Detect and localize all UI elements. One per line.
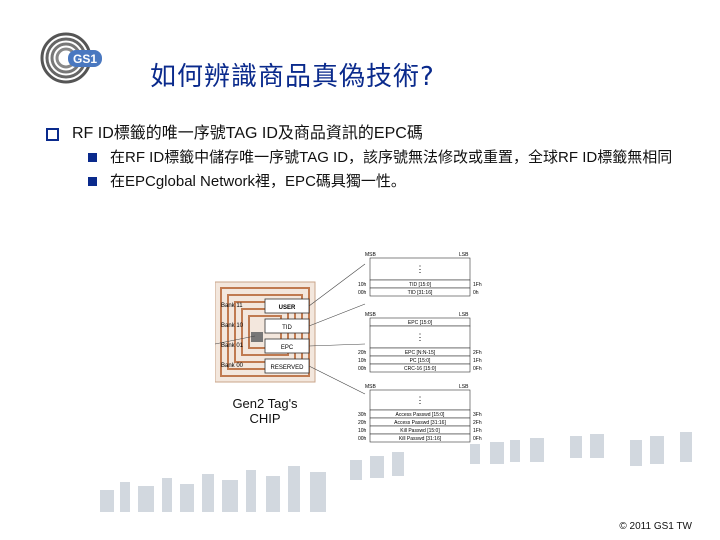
epc-memory-block: MSB LSB EPC [15:0] ⋮ EPC [N:N-15] PC [15… <box>358 312 482 373</box>
chip-label: Gen2 Tag's CHIP <box>232 396 298 426</box>
svg-text:MSB: MSB <box>365 252 377 258</box>
svg-text:⋮: ⋮ <box>416 332 425 342</box>
connector-lines <box>215 263 366 395</box>
tid-memory-block: MSB LSB ⋮ TID [15:0] TID [31:16] 10h 00h… <box>358 252 482 297</box>
svg-text:TID [31:16]: TID [31:16] <box>408 290 433 296</box>
svg-text:Access Passwd [15:0]: Access Passwd [15:0] <box>396 412 446 418</box>
svg-text:USER: USER <box>279 305 296 311</box>
svg-text:2Fh: 2Fh <box>473 420 482 426</box>
svg-text:LSB: LSB <box>459 252 469 258</box>
svg-text:1Fh: 1Fh <box>473 428 482 434</box>
svg-text:0Fh: 0Fh <box>473 366 482 372</box>
svg-text:PC [15:0]: PC [15:0] <box>410 358 431 364</box>
svg-text:⋮: ⋮ <box>416 395 425 405</box>
bank-name: Bank 01 <box>221 343 244 349</box>
svg-text:RESERVED: RESERVED <box>271 365 305 371</box>
bank-name: Bank 10 <box>221 323 244 329</box>
page-title: 如何辨識商品真偽技術? <box>150 62 435 92</box>
svg-text:⋮: ⋮ <box>416 264 425 274</box>
svg-text:00h: 00h <box>358 290 367 296</box>
svg-text:Kill Passwd [31:16]: Kill Passwd [31:16] <box>399 436 442 442</box>
svg-text:EPC [N:N-15]: EPC [N:N-15] <box>405 350 436 356</box>
bank-name: Bank 00 <box>221 363 244 369</box>
svg-text:10h: 10h <box>358 358 367 364</box>
svg-text:Access Passwd [31:16]: Access Passwd [31:16] <box>394 420 446 426</box>
bullet-sub: 在EPCglobal Network裡，EPC碼具獨一性。 <box>38 172 678 192</box>
svg-text:TID: TID <box>282 325 292 331</box>
svg-text:00h: 00h <box>358 366 367 372</box>
svg-text:00h: 00h <box>358 436 367 442</box>
svg-text:0Fh: 0Fh <box>473 436 482 442</box>
binary-code-decoration <box>100 432 692 512</box>
bullet-list: RF ID標籤的唯一序號TAG ID及商品資訊的EPC碼 在RF ID標籤中儲存… <box>38 124 678 192</box>
bullet-main-text: RF ID標籤的唯一序號TAG ID及商品資訊的EPC碼 <box>72 125 423 142</box>
svg-text:EPC: EPC <box>281 345 294 351</box>
bullet-sub-text: 在EPCglobal Network裡，EPC碼具獨一性。 <box>110 173 406 190</box>
svg-text:MSB: MSB <box>365 384 377 390</box>
svg-text:3Fh: 3Fh <box>473 412 482 418</box>
square-bullet-icon <box>88 153 97 162</box>
svg-text:10h: 10h <box>358 428 367 434</box>
bank-name: Bank 11 <box>221 303 243 309</box>
svg-text:0h: 0h <box>473 290 479 296</box>
svg-text:GS1: GS1 <box>73 52 97 66</box>
svg-text:10h: 10h <box>358 282 367 288</box>
svg-text:LSB: LSB <box>459 384 469 390</box>
bullet-sub-text: 在RF ID標籤中儲存唯一序號TAG ID，該序號無法修改或重置，全球RF ID… <box>110 149 673 166</box>
reserved-memory-block: MSB LSB ⋮ Access Passwd [15:0] Access Pa… <box>358 384 482 443</box>
svg-text:Kill Passwd [15:0]: Kill Passwd [15:0] <box>400 428 440 434</box>
svg-text:20h: 20h <box>358 350 367 356</box>
copyright-text: © 2011 GS1 TW <box>619 521 692 532</box>
gs1-logo: GS1 <box>40 30 120 86</box>
bullet-main: RF ID標籤的唯一序號TAG ID及商品資訊的EPC碼 <box>38 124 678 144</box>
svg-text:30h: 30h <box>358 412 367 418</box>
bank-boxes: USER TID EPC RESERVED <box>264 298 310 374</box>
svg-text:EPC [15:0]: EPC [15:0] <box>408 320 433 326</box>
svg-text:1Fh: 1Fh <box>473 358 482 364</box>
square-bullet-icon <box>88 177 97 186</box>
rfid-memory-diagram: Bank 11 Bank 10 Bank 01 Bank 00 USER TID… <box>215 252 482 443</box>
svg-text:20h: 20h <box>358 420 367 426</box>
svg-text:1Fh: 1Fh <box>473 282 482 288</box>
svg-text:LSB: LSB <box>459 312 469 318</box>
svg-text:2Fh: 2Fh <box>473 350 482 356</box>
svg-text:TID [15:0]: TID [15:0] <box>409 282 432 288</box>
svg-text:MSB: MSB <box>365 312 377 318</box>
hollow-square-bullet-icon <box>46 128 59 141</box>
svg-text:CRC-16 [15:0]: CRC-16 [15:0] <box>404 366 437 372</box>
bullet-sub: 在RF ID標籤中儲存唯一序號TAG ID，該序號無法修改或重置，全球RF ID… <box>38 148 678 168</box>
